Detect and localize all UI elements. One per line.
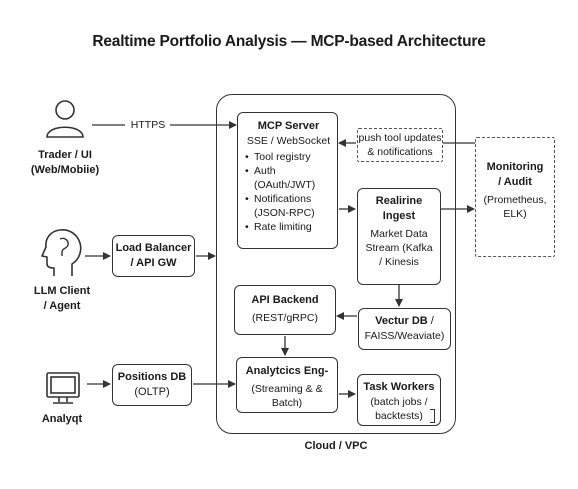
push-updates-note: push tool updates & notifications <box>357 128 443 162</box>
api-backend-subtitle: (REST/gRPC) <box>252 312 318 324</box>
monitoring-sub-line2: ELK) <box>503 208 527 220</box>
llm-name-line2: / Agent <box>43 300 81 312</box>
api-backend-title: API Backend <box>251 294 319 306</box>
vector-db-box: Vectur DB / FAISS/Weaviate) <box>358 308 451 350</box>
lb-line2: / API GW <box>130 257 177 269</box>
vector-db-subtitle: FAISS/Weaviate) <box>364 330 445 342</box>
api-backend-box: API Backend (REST/gRPC) <box>234 285 336 335</box>
https-edge-label: HTTPS <box>130 119 166 131</box>
analyst-label: Analyqt <box>41 413 83 425</box>
llm-name-line1: LLM Client <box>33 285 91 297</box>
analytics-engine-box: Analytcics Eng- (Streaming & & Batch) <box>236 357 338 413</box>
ingest-desc-line3: / Kinesis <box>379 256 419 268</box>
positions-db-subtitle: (OLTP) <box>134 386 170 398</box>
llm-client-label: LLM Client / Agent <box>22 284 102 314</box>
load-balancer-box: Load Balancer / API GW <box>112 235 195 277</box>
vector-db-title-row: Vectur DB / <box>359 314 450 329</box>
ingest-title-line1: Realirine <box>375 195 423 207</box>
ingest-desc-line1: Market Data <box>370 228 428 240</box>
monitoring-title-line1: Monitoring <box>486 161 544 173</box>
analytics-sub-line1: (Streaming & & <box>251 383 323 395</box>
mcp-feature-jsonrpc: (JSON-RPC) <box>254 206 333 220</box>
ai-head-icon <box>41 229 82 276</box>
ingest-desc-line2: Stream (Kafka <box>365 242 433 254</box>
trader-name-line2: (Web/Mobiie) <box>30 164 100 176</box>
vector-db-title: Vectur DB <box>375 315 428 327</box>
vector-db-title-suffix: / <box>427 315 434 327</box>
analytics-title: Analytcics Eng- <box>245 365 329 377</box>
mcp-feature-jsonrpc-text: (JSON-RPC) <box>254 207 315 219</box>
monitor-icon <box>46 372 80 404</box>
lb-line1: Load Balancer <box>115 242 192 254</box>
trader-name-line1: Trader / UI <box>38 149 92 161</box>
analytics-sub-line2: Batch) <box>271 397 303 409</box>
mcp-feature-rate-limiting: Rate limiting <box>245 220 333 234</box>
bracket-glyph <box>430 409 435 423</box>
task-workers-line2: backtests) <box>375 410 423 422</box>
task-workers-line1: (batch jobs / <box>370 396 428 408</box>
realtime-ingest-box: Realirine Ingest Market Data Stream (Kaf… <box>357 188 441 285</box>
task-workers-title: Task Workers <box>363 381 435 393</box>
monitoring-sub-line1: (Prometheus, <box>483 194 547 206</box>
mcp-feature-tool-registry: Tool registry <box>245 150 333 164</box>
push-note-line2: & notifications <box>367 146 433 158</box>
task-workers-box: Task Workers (batch jobs / backtests) <box>357 374 441 426</box>
monitoring-audit-box: Monitoring / Audit (Prometheus, ELK) <box>475 137 555 257</box>
push-note-line1: push tool updates <box>358 132 442 144</box>
person-icon <box>46 100 84 138</box>
monitoring-title-line2: / Audit <box>498 176 532 188</box>
trader-label: Trader / UI (Web/Mobiie) <box>22 148 108 178</box>
mcp-server-features: Tool registry Auth (OAuth/JWT) Notificat… <box>244 150 333 234</box>
cloud-vpc-container <box>216 94 456 434</box>
positions-db-title: Positions DB <box>117 371 187 383</box>
mcp-feature-auth: Auth (OAuth/JWT) <box>245 164 333 192</box>
mcp-feature-notifications: Notifications <box>245 192 333 206</box>
ingest-title-line2: Ingest <box>382 210 416 222</box>
cloud-vpc-label: Cloud / VPC <box>304 440 368 452</box>
mcp-server-box: MCP Server SSE / WebSocket Tool registry… <box>237 112 338 249</box>
page-title: Realtime Portfolio Analysis — MCP-based … <box>92 33 486 50</box>
mcp-server-subtitle: SSE / WebSocket <box>246 135 331 147</box>
positions-db-box: Positions DB (OLTP) <box>112 364 192 406</box>
mcp-server-title: MCP Server <box>257 120 320 132</box>
